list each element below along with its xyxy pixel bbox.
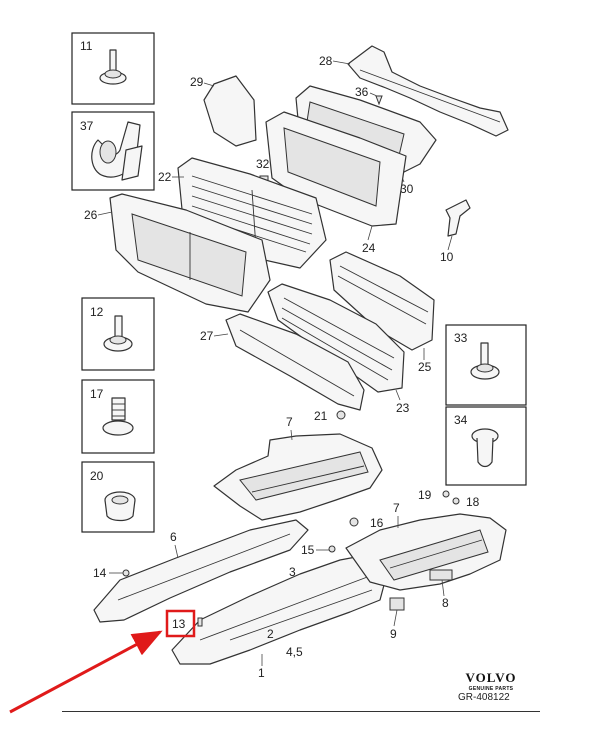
brand-name: VOLVO — [465, 670, 517, 685]
part-15-fastener: 15 — [301, 543, 336, 557]
red-arrow-icon — [9, 630, 163, 714]
part-28-crossmember: 28 — [319, 45, 509, 137]
highlight-callout-13: 13 — [9, 609, 196, 714]
svg-text:18: 18 — [466, 495, 480, 509]
svg-text:12: 12 — [90, 305, 104, 319]
svg-text:22: 22 — [158, 170, 172, 184]
svg-text:33: 33 — [454, 331, 468, 345]
bolt-icon — [103, 315, 133, 352]
svg-text:23: 23 — [396, 401, 410, 415]
svg-text:10: 10 — [440, 250, 454, 264]
svg-text:32: 32 — [256, 157, 270, 171]
svg-text:27: 27 — [200, 329, 214, 343]
svg-text:29: 29 — [190, 75, 204, 89]
part-7-front-shield: 7 — [213, 415, 383, 521]
svg-text:13: 13 — [172, 617, 186, 631]
svg-text:7: 7 — [286, 415, 293, 429]
part-6-side-shield: 6 — [93, 519, 309, 623]
part-27-spoiler: 27 — [200, 313, 365, 411]
part-9-plug: 9 — [389, 597, 405, 641]
part-23-lower-grille: 23 — [267, 283, 410, 415]
svg-text:37: 37 — [80, 119, 94, 133]
svg-text:9: 9 — [390, 627, 397, 641]
detail-box-17: 17 — [81, 379, 155, 454]
detail-box-33: 33 — [445, 324, 527, 406]
svg-text:14: 14 — [93, 566, 107, 580]
push-rivet-icon — [471, 428, 499, 468]
part-18-19-fasteners: 19 18 — [418, 488, 480, 509]
svg-text:28: 28 — [319, 54, 333, 68]
reference-code: GR-408122 — [458, 692, 510, 703]
detail-box-20: 20 — [81, 461, 155, 533]
svg-text:1: 1 — [258, 666, 265, 680]
svg-text:3: 3 — [289, 565, 296, 579]
svg-text:8: 8 — [442, 596, 449, 610]
svg-text:25: 25 — [418, 360, 432, 374]
svg-text:21: 21 — [314, 409, 328, 423]
part-25-lower-panel: 25 — [329, 251, 435, 374]
detail-box-11: 11 — [71, 32, 155, 105]
part-13-fastener — [197, 617, 203, 627]
brand-subtitle: GENUINE PARTS — [468, 686, 514, 692]
svg-text:7: 7 — [393, 501, 400, 515]
svg-text:4,5: 4,5 — [286, 645, 303, 659]
svg-text:6: 6 — [170, 530, 177, 544]
part-21-fastener: 21 — [314, 409, 346, 423]
svg-text:2: 2 — [267, 627, 274, 641]
part-7-rear-shield: 7 — [345, 501, 507, 591]
part-8-latch: 8 — [429, 569, 453, 610]
svg-text:20: 20 — [90, 469, 104, 483]
detail-box-34: 34 — [445, 406, 527, 486]
svg-text:30: 30 — [400, 182, 414, 196]
part-29-side-deflector: 29 — [190, 75, 257, 147]
threaded-insert-icon — [102, 397, 134, 436]
bolt-icon — [99, 49, 127, 85]
svg-text:36: 36 — [355, 85, 369, 99]
svg-text:16: 16 — [370, 516, 384, 530]
part-26-front-frame: 26 — [84, 193, 271, 313]
svg-text:11: 11 — [80, 39, 93, 53]
svg-text:24: 24 — [362, 241, 376, 255]
svg-text:34: 34 — [454, 413, 468, 427]
detail-box-12: 12 — [81, 297, 155, 371]
svg-text:17: 17 — [90, 387, 104, 401]
part-10-bracket: 10 — [440, 199, 471, 264]
bolt-icon — [470, 342, 500, 380]
brand-logo: VOLVO GENUINE PARTS — [455, 670, 527, 692]
part-16-clip: 16 — [349, 516, 384, 530]
part-36-clip: 36 — [355, 85, 383, 106]
clip-bracket-icon — [91, 121, 143, 181]
svg-text:15: 15 — [301, 543, 315, 557]
detail-box-37: 37 — [71, 111, 155, 191]
part-14-fastener: 14 — [93, 566, 130, 580]
svg-text:26: 26 — [84, 208, 98, 222]
divider — [62, 711, 540, 712]
bushing-icon — [104, 491, 136, 522]
svg-text:19: 19 — [418, 488, 432, 502]
